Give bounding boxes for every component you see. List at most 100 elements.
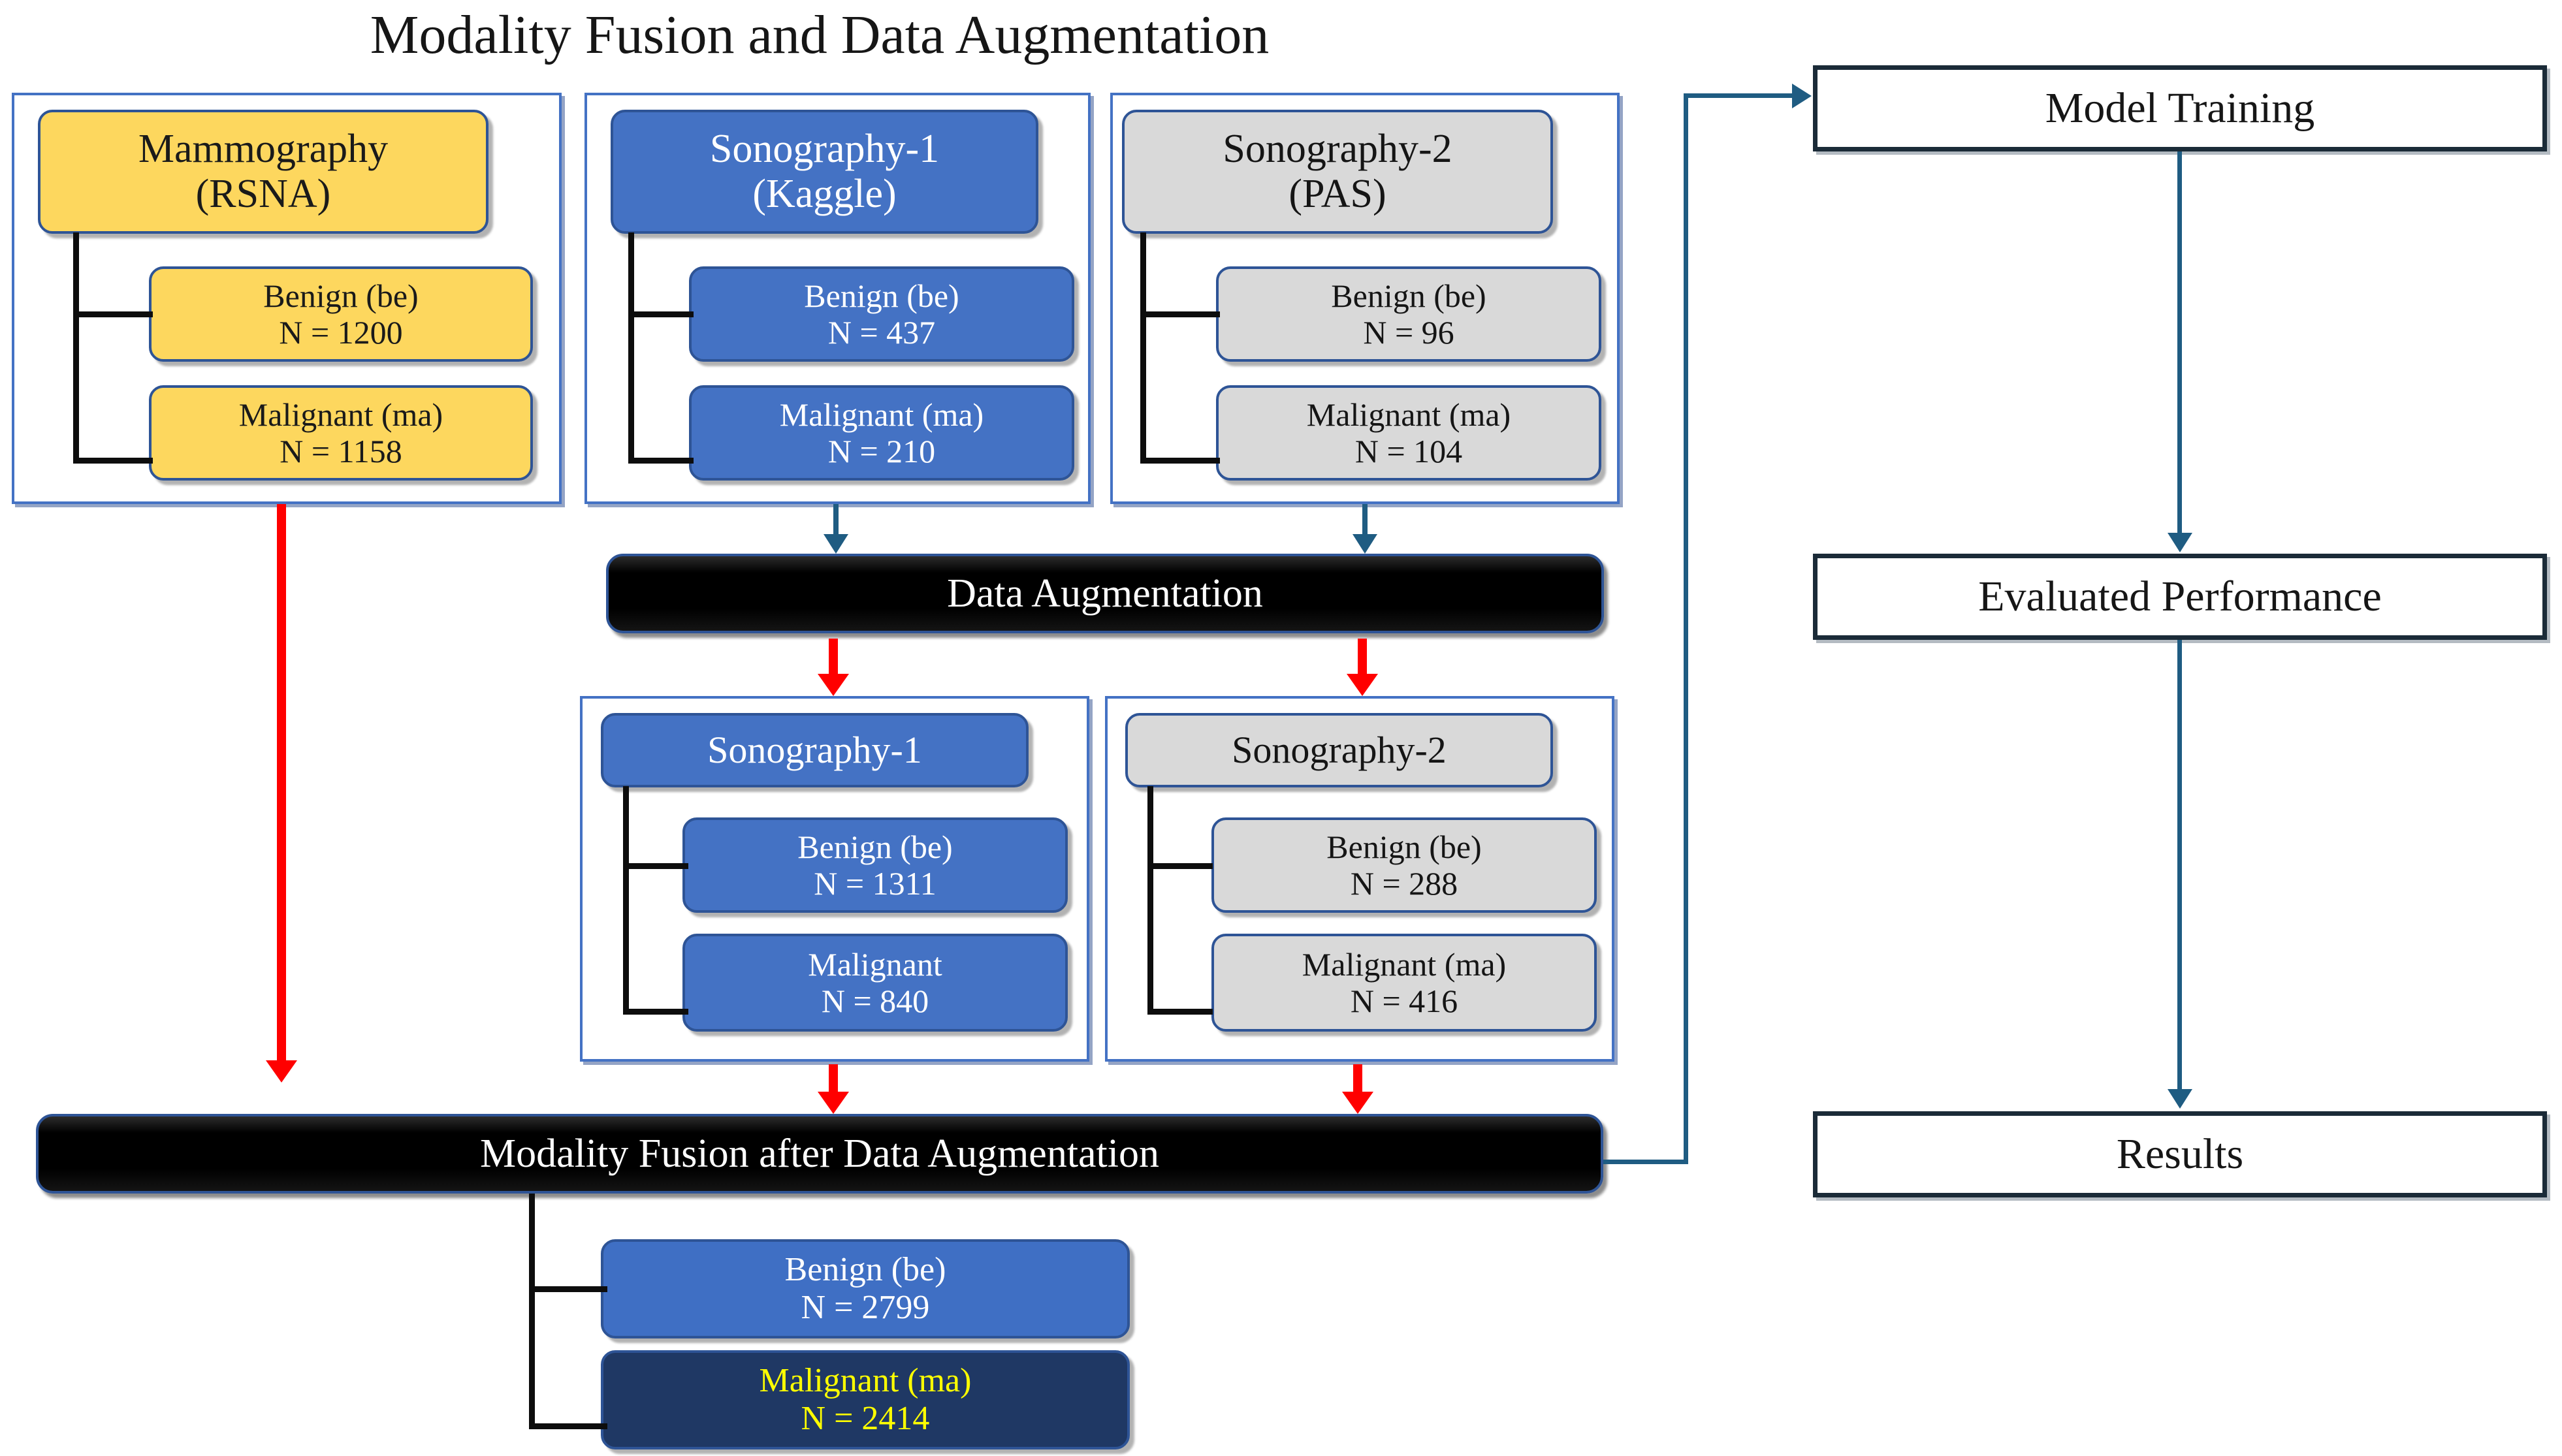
connector-horizontal bbox=[1140, 311, 1220, 317]
node-title-line2: (RSNA) bbox=[195, 172, 331, 216]
bar-label: Data Augmentation bbox=[947, 571, 1263, 616]
node-count: N = 96 bbox=[1363, 314, 1454, 351]
node-sonography1-aug-malignant[interactable]: Malignant N = 840 bbox=[682, 934, 1068, 1032]
node-mammography-head[interactable]: Mammography (RSNA) bbox=[38, 110, 488, 234]
node-label: Benign (be) bbox=[784, 1250, 946, 1288]
node-sonography2-benign[interactable]: Benign (be) N = 96 bbox=[1216, 266, 1601, 362]
node-label: Benign (be) bbox=[804, 277, 959, 314]
arrow-head-sono2aug-to-fusion bbox=[1342, 1092, 1373, 1114]
arrow-head-training-to-performance bbox=[2168, 533, 2192, 552]
connector-vertical bbox=[1147, 786, 1153, 1015]
node-sonography1-head[interactable]: Sonography-1 (Kaggle) bbox=[611, 110, 1038, 234]
connector-horizontal bbox=[1140, 458, 1220, 464]
node-count: N = 1158 bbox=[280, 433, 402, 469]
node-label: Benign (be) bbox=[797, 829, 953, 865]
connector-vertical bbox=[73, 232, 79, 464]
connector-horizontal bbox=[623, 863, 688, 869]
arrow-shaft-training-to-performance bbox=[2177, 151, 2182, 535]
node-count: N = 104 bbox=[1354, 433, 1463, 469]
node-title-line2: (PAS) bbox=[1289, 172, 1386, 216]
node-title-line1: Mammography bbox=[138, 126, 389, 171]
node-sonography2-head[interactable]: Sonography-2 (PAS) bbox=[1122, 110, 1553, 234]
node-mammography-benign[interactable]: Benign (be) N = 1200 bbox=[149, 266, 533, 362]
arrow-head-augmentation-to-sono2 bbox=[1347, 674, 1378, 696]
connector-horizontal bbox=[1147, 863, 1213, 869]
connector-horizontal bbox=[529, 1423, 607, 1429]
evaluated-performance-box[interactable]: Evaluated Performance bbox=[1813, 554, 2547, 640]
connector-horizontal bbox=[73, 458, 153, 464]
connector-vertical bbox=[1140, 232, 1146, 464]
arrow-shaft-performance-to-results bbox=[2177, 640, 2182, 1090]
connector-horizontal bbox=[1147, 1009, 1213, 1015]
node-count: N = 1200 bbox=[279, 314, 403, 351]
data-augmentation-bar[interactable]: Data Augmentation bbox=[606, 554, 1604, 633]
arrow-shaft-augmentation-to-sono1 bbox=[829, 639, 838, 679]
node-sonography2-malignant[interactable]: Malignant (ma) N = 104 bbox=[1216, 385, 1601, 481]
node-label: Malignant (ma) bbox=[238, 396, 443, 433]
arrow-head-fusion-to-training bbox=[1792, 84, 1812, 108]
node-title-line2: (Kaggle) bbox=[752, 172, 897, 216]
box-label: Evaluated Performance bbox=[1978, 573, 2382, 620]
arrow-shaft-sono1aug-to-fusion bbox=[829, 1064, 838, 1098]
node-title-line1: Sonography-2 bbox=[1223, 126, 1452, 171]
connector-horizontal bbox=[628, 458, 694, 464]
arrow-head-sono1-to-augmentation bbox=[824, 534, 848, 554]
node-fusion-benign[interactable]: Benign (be) N = 2799 bbox=[601, 1239, 1130, 1338]
node-title: Sonography-1 bbox=[707, 728, 922, 771]
connector-horizontal bbox=[628, 311, 694, 317]
arrow-shaft-sono2-to-augmentation bbox=[1362, 504, 1368, 537]
arrow-seg-fusion-to-training bbox=[1684, 93, 1793, 98]
arrow-head-augmentation-to-sono1 bbox=[818, 674, 849, 696]
arrow-seg-fusion-right bbox=[1603, 1160, 1688, 1164]
node-label: Malignant (ma) bbox=[1302, 946, 1507, 983]
results-box[interactable]: Results bbox=[1813, 1111, 2547, 1197]
node-sonography2-aug-benign[interactable]: Benign (be) N = 288 bbox=[1211, 817, 1597, 913]
node-count: N = 1311 bbox=[814, 865, 937, 902]
connector-vertical bbox=[628, 232, 634, 464]
connector-horizontal bbox=[623, 1009, 688, 1015]
node-label: Malignant (ma) bbox=[779, 396, 984, 433]
arrow-shaft-sono1-to-augmentation bbox=[833, 504, 839, 537]
arrow-head-performance-to-results bbox=[2168, 1089, 2192, 1109]
node-label: Benign (be) bbox=[1326, 829, 1482, 865]
node-label: Benign (be) bbox=[1331, 277, 1486, 314]
node-label: Malignant bbox=[808, 946, 942, 983]
node-mammography-malignant[interactable]: Malignant (ma) N = 1158 bbox=[149, 385, 533, 481]
connector-horizontal bbox=[529, 1286, 607, 1292]
node-title: Sonography-2 bbox=[1232, 728, 1447, 771]
page-title: Modality Fusion and Data Augmentation bbox=[370, 5, 1270, 65]
bar-label: Modality Fusion after Data Augmentation bbox=[479, 1131, 1160, 1176]
modality-fusion-bar[interactable]: Modality Fusion after Data Augmentation bbox=[36, 1114, 1603, 1194]
connector-vertical bbox=[623, 786, 629, 1015]
arrow-shaft-augmentation-to-sono2 bbox=[1358, 639, 1367, 679]
node-count: N = 2799 bbox=[801, 1289, 930, 1326]
node-count: N = 437 bbox=[827, 314, 936, 351]
node-label: Malignant (ma) bbox=[1306, 396, 1511, 433]
node-sonography1-benign[interactable]: Benign (be) N = 437 bbox=[689, 266, 1074, 362]
node-count: N = 2414 bbox=[801, 1400, 930, 1437]
arrow-head-sono2-to-augmentation bbox=[1353, 534, 1377, 554]
node-count: N = 416 bbox=[1350, 983, 1458, 1019]
node-sonography2-aug-malignant[interactable]: Malignant (ma) N = 416 bbox=[1211, 934, 1597, 1032]
node-sonography1-malignant[interactable]: Malignant (ma) N = 210 bbox=[689, 385, 1074, 481]
arrow-shaft-sono2aug-to-fusion bbox=[1353, 1064, 1362, 1098]
node-count: N = 288 bbox=[1350, 865, 1458, 902]
arrow-shaft-mammography-to-fusion bbox=[277, 504, 286, 1066]
node-title-line1: Sonography-1 bbox=[709, 126, 940, 171]
node-label: Malignant (ma) bbox=[759, 1361, 972, 1399]
model-training-box[interactable]: Model Training bbox=[1813, 65, 2547, 151]
node-fusion-malignant[interactable]: Malignant (ma) N = 2414 bbox=[601, 1350, 1130, 1449]
arrow-seg-fusion-up bbox=[1684, 93, 1688, 1164]
node-sonography1-aug-benign[interactable]: Benign (be) N = 1311 bbox=[682, 817, 1068, 913]
arrow-head-mammography-to-fusion bbox=[266, 1060, 297, 1083]
node-count: N = 840 bbox=[821, 983, 929, 1019]
node-count: N = 210 bbox=[827, 433, 936, 469]
node-label: Benign (be) bbox=[263, 277, 419, 314]
node-sonography1-aug-head[interactable]: Sonography-1 bbox=[601, 713, 1029, 787]
box-label: Results bbox=[2116, 1130, 2244, 1178]
connector-horizontal bbox=[73, 311, 153, 317]
box-label: Model Training bbox=[2045, 84, 2315, 132]
node-sonography2-aug-head[interactable]: Sonography-2 bbox=[1125, 713, 1553, 787]
arrow-head-sono1aug-to-fusion bbox=[818, 1092, 849, 1114]
